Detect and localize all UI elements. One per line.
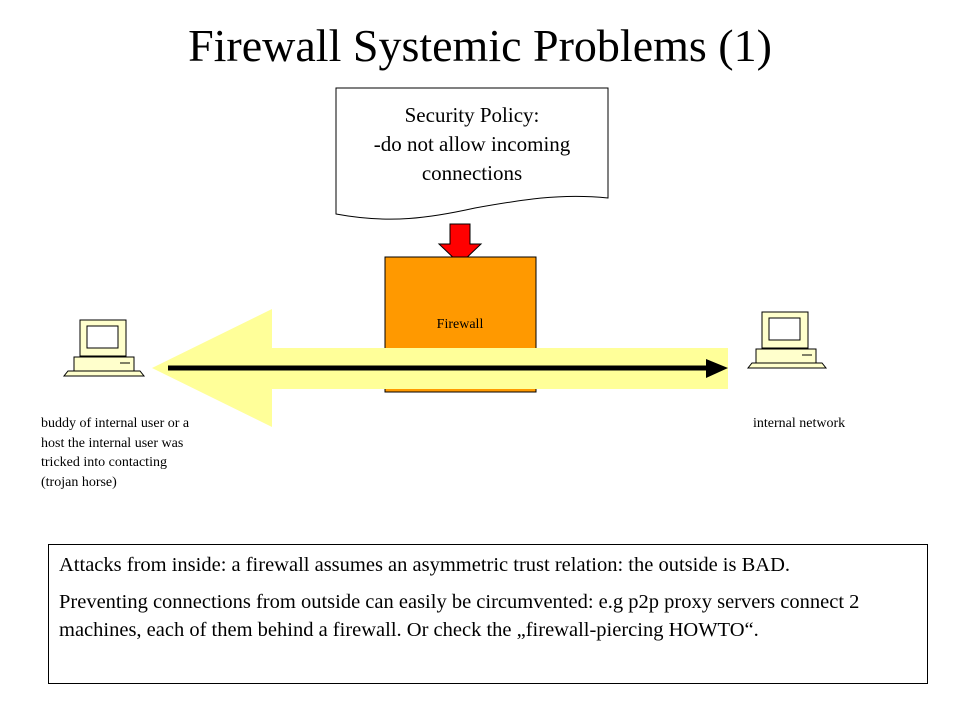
internal-network-caption: internal network bbox=[753, 416, 846, 431]
external-host-caption-line: (trojan horse) bbox=[41, 474, 117, 490]
note-paragraph: Attacks from inside: a firewall assumes … bbox=[59, 554, 791, 576]
security-policy-document bbox=[335, 87, 609, 220]
note-paragraph: Preventing connections from outside can … bbox=[59, 591, 860, 641]
security-policy-text: Security Policy: -do not allow incoming … bbox=[340, 101, 604, 188]
external-host-caption-line: host the internal user was bbox=[41, 435, 184, 451]
policy-arrow bbox=[437, 223, 483, 265]
notes-box: Attacks from inside: a firewall assumes … bbox=[48, 544, 928, 684]
outgoing-connection-arrowhead bbox=[706, 359, 728, 378]
external-host-caption: buddy of internal user or a host the int… bbox=[41, 414, 241, 492]
security-policy-line: connections bbox=[421, 161, 523, 185]
external-computer-icon bbox=[62, 319, 146, 377]
internal-computer-icon bbox=[746, 311, 828, 369]
security-policy-line: Security Policy: bbox=[404, 103, 540, 127]
firewall-label: Firewall bbox=[436, 317, 484, 332]
slide-title: Firewall Systemic Problems (1) bbox=[188, 20, 772, 71]
external-host-caption-line: tricked into contacting bbox=[41, 455, 167, 470]
security-policy-line: -do not allow incoming bbox=[373, 132, 571, 156]
external-host-caption-line: buddy of internal user or a bbox=[41, 416, 190, 431]
